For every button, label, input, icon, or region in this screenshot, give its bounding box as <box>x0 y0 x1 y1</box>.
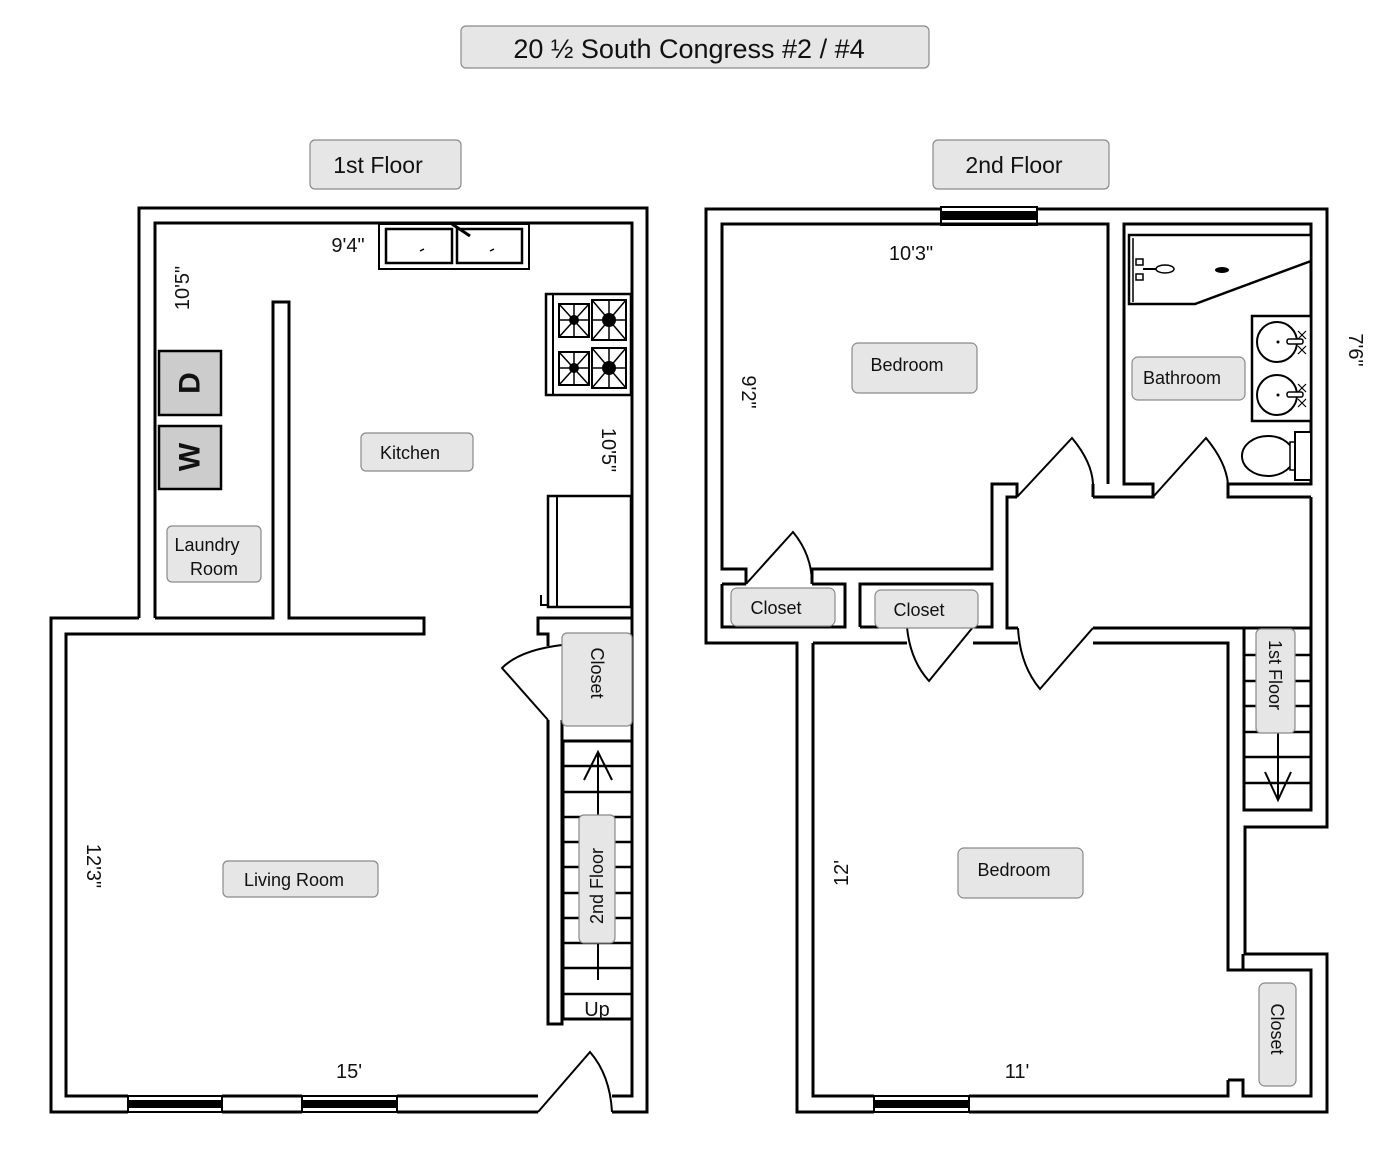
refrigerator-icon <box>540 494 633 609</box>
dimension-kitchen-length: 10'5" <box>597 428 619 472</box>
floor-1-title: 1st Floor <box>333 152 423 178</box>
hallway-wall <box>1005 495 1313 630</box>
stairs-direction: Up <box>584 999 610 1021</box>
bedroom-1-door[interactable] <box>1016 436 1094 498</box>
svg-text:Closet: Closet <box>1267 1003 1287 1054</box>
svg-text:W: W <box>174 442 207 471</box>
bedroom-1-wall <box>720 222 1110 584</box>
washer-icon: W <box>157 424 223 491</box>
floor-2-title: 2nd Floor <box>965 152 1063 178</box>
room-label-bedroom-1: Bedroom <box>851 342 978 394</box>
stairs-label: 2nd Floor <box>587 848 607 924</box>
bathroom-door[interactable] <box>1152 436 1229 498</box>
window <box>127 1095 223 1113</box>
dimension-kitchen-width: 9'4" <box>331 235 364 257</box>
svg-text:Closet: Closet <box>750 598 801 618</box>
floor-2-exterior-wall <box>704 207 1329 1114</box>
stairs-label: 1st Floor <box>1265 640 1285 710</box>
stairs-down[interactable]: 1st Floor <box>1242 626 1313 812</box>
title-banner: 20 ½ South Congress #2 / #4 <box>460 25 930 69</box>
room-label-closet-2: Closet <box>874 589 979 629</box>
svg-text:Laundry: Laundry <box>174 535 239 555</box>
window <box>940 206 1038 226</box>
floor-2-header: 2nd Floor <box>932 139 1110 190</box>
floor-2-plan: 1st Floor Bedroom Bathroom Closet Closet… <box>704 206 1366 1114</box>
bedroom-2-wall <box>704 584 1313 1098</box>
dimension-living-length: 12'3" <box>82 844 104 888</box>
kitchen-sink-icon <box>378 222 530 270</box>
dimension-living-width: 15' <box>336 1061 362 1083</box>
closet-door[interactable] <box>745 530 813 585</box>
svg-text:Bathroom: Bathroom <box>1143 368 1221 388</box>
dimension-laundry-length: 10'5" <box>172 266 194 310</box>
room-label-closet: Closet <box>561 632 633 727</box>
room-label-living-room: Living Room <box>222 860 379 898</box>
dryer-icon: D <box>157 349 223 417</box>
dimension-bathroom-length: 7'6" <box>1344 333 1366 366</box>
room-label-laundry: Laundry Room <box>166 525 262 583</box>
room-label-closet-3: Closet <box>1258 982 1297 1087</box>
svg-text:Bedroom: Bedroom <box>870 355 943 375</box>
window <box>873 1095 970 1113</box>
svg-text:Bedroom: Bedroom <box>977 860 1050 880</box>
room-label-bathroom: Bathroom <box>1131 356 1246 401</box>
svg-text:Room: Room <box>190 559 238 579</box>
dimension-bedroom-1-length: 9'2" <box>737 375 759 408</box>
dimension-bedroom-2-width: 11' <box>1005 1061 1030 1083</box>
svg-text:Closet: Closet <box>893 600 944 620</box>
floor-1-exterior-wall <box>49 206 649 1114</box>
room-label-bedroom-2: Bedroom <box>957 847 1084 899</box>
bathroom-sink-icon <box>1250 314 1313 423</box>
window <box>301 1095 398 1113</box>
dimension-bedroom-1-width: 10'3" <box>889 243 933 265</box>
svg-text:D: D <box>174 372 207 394</box>
closet-door[interactable] <box>906 626 974 683</box>
closet-walls <box>720 582 994 629</box>
floor-1-plan: D W 2nd Floor Up Kitchen Laundry Room <box>49 206 649 1114</box>
stairs-up[interactable]: 2nd Floor Up <box>561 739 634 1021</box>
dimension-bedroom-2-length: 12' <box>831 860 853 886</box>
bedroom-2-door[interactable] <box>1017 627 1094 691</box>
stove-icon <box>544 292 633 397</box>
shower-icon <box>1127 233 1313 306</box>
svg-text:Closet: Closet <box>587 647 607 698</box>
closet-door[interactable] <box>500 644 563 721</box>
svg-text:Living Room: Living Room <box>244 870 344 890</box>
front-door[interactable] <box>537 1050 613 1113</box>
svg-text:Kitchen: Kitchen <box>380 443 440 463</box>
room-label-kitchen: Kitchen <box>360 432 474 472</box>
floor-1-header: 1st Floor <box>309 139 462 190</box>
floor-1-interior-wall <box>64 221 634 1098</box>
bathroom-wall <box>1093 222 1313 499</box>
page-title: 20 ½ South Congress #2 / #4 <box>513 34 864 64</box>
room-label-closet-1: Closet <box>730 587 836 627</box>
toilet-icon <box>1241 431 1312 481</box>
